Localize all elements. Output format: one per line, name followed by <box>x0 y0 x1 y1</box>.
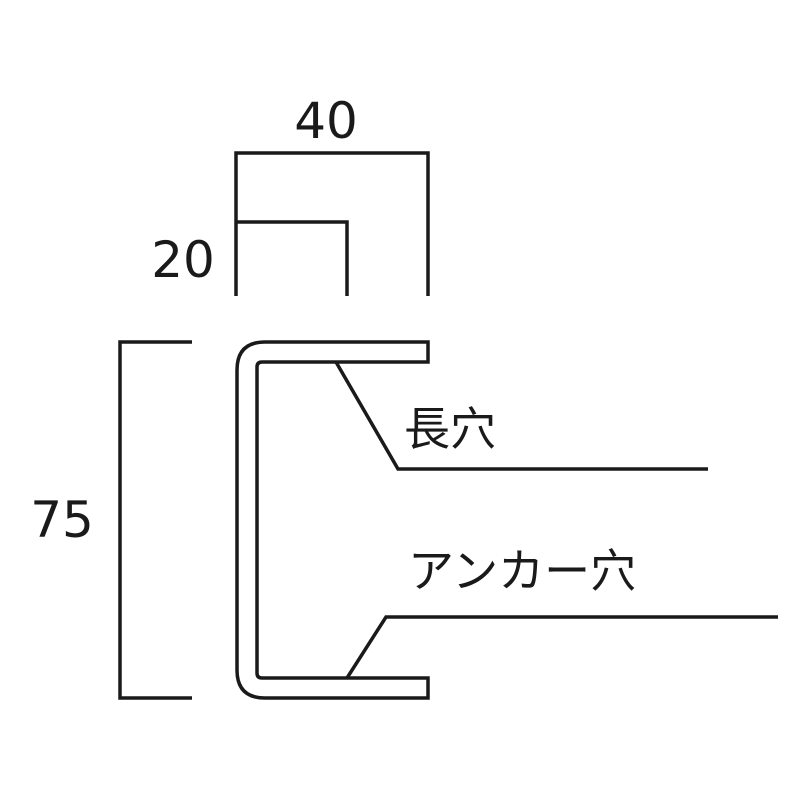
dimension-line-75 <box>118 340 192 700</box>
dimension-line-40 <box>234 151 430 296</box>
label-anchor-hole: アンカー穴 <box>408 544 636 598</box>
leader-line-long-hole <box>334 361 708 471</box>
leader-line-anchor-hole <box>345 615 778 679</box>
dimension-label-40: 40 <box>294 92 358 150</box>
dimension-line-20 <box>236 220 349 296</box>
dimension-label-75: 75 <box>30 491 94 549</box>
dimension-label-20: 20 <box>151 231 215 289</box>
label-long-hole: 長穴 <box>404 402 496 456</box>
channel-profile <box>235 340 430 700</box>
